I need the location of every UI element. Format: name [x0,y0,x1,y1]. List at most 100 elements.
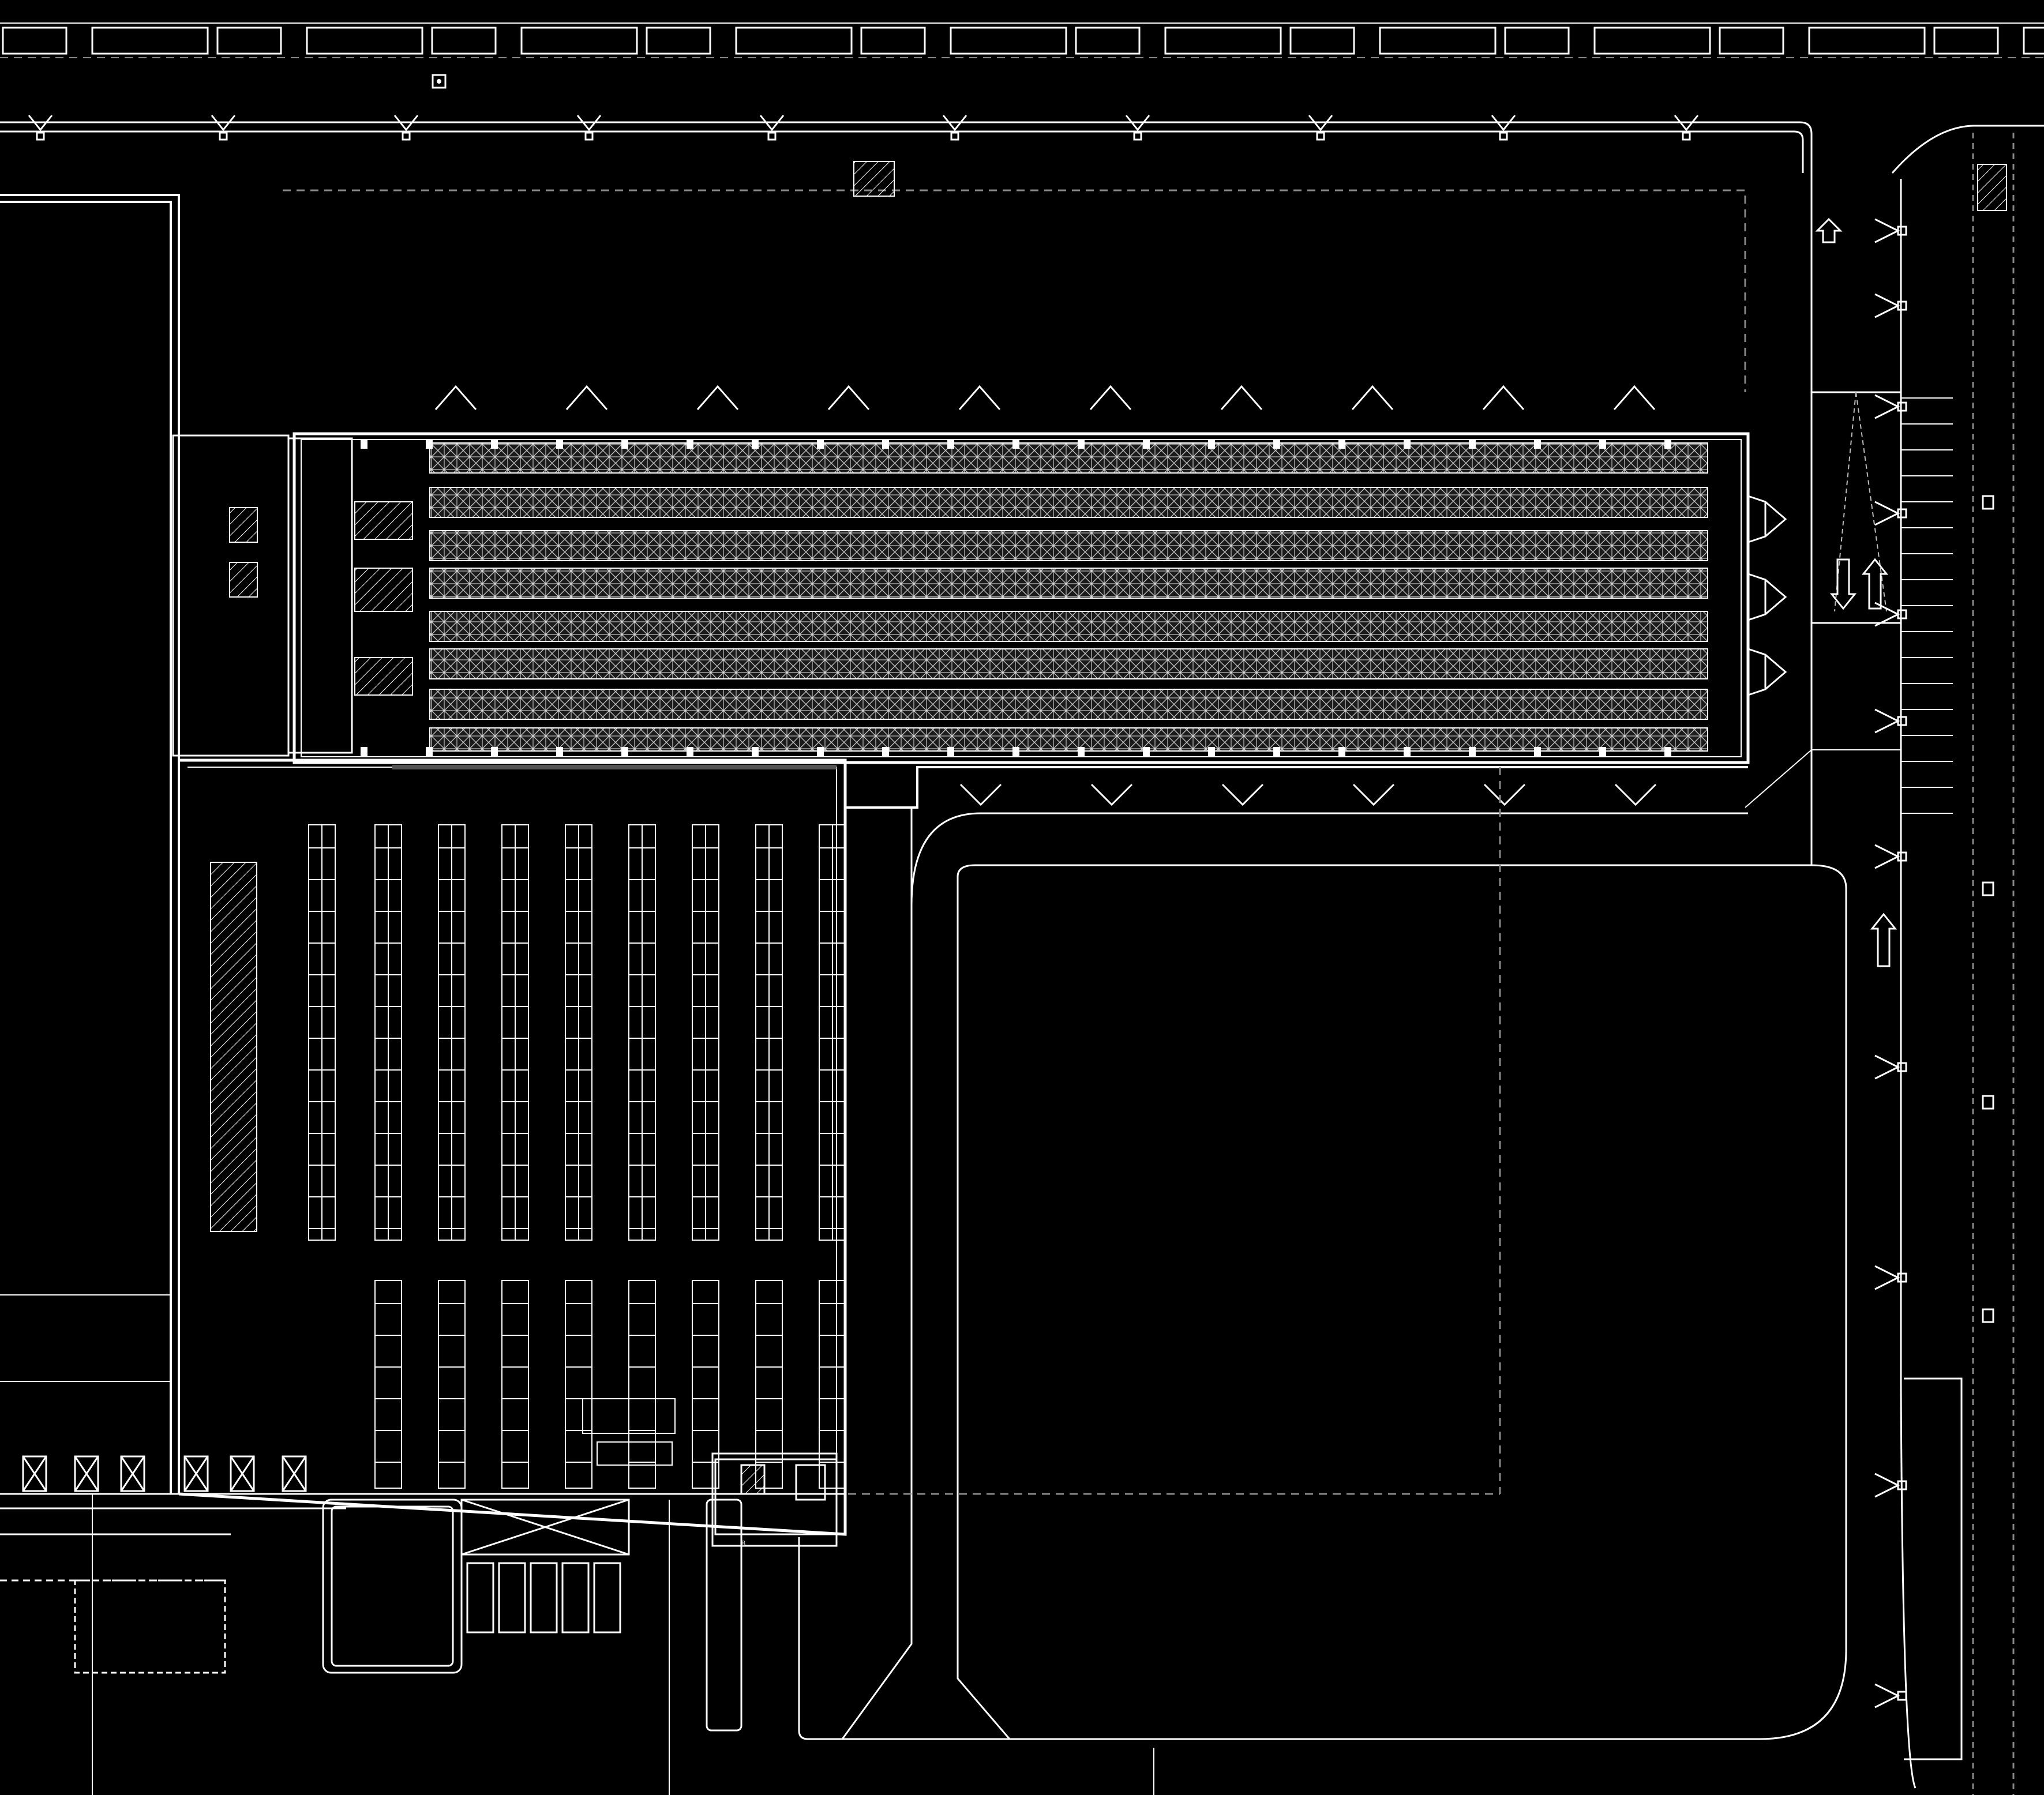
bay-post [36,132,45,141]
chevron-icon [1089,385,1132,410]
direction-arrows [1815,217,1897,967]
lane-sign [1982,1095,1994,1110]
chevron-icon [28,115,53,132]
fence-segment [860,27,926,55]
bay-post [1316,132,1325,141]
dock-door [1747,573,1767,621]
column [1534,440,1541,449]
column [1599,747,1606,756]
lane-sign [1982,1308,1994,1323]
chevron-icon [1874,1683,1900,1708]
loading-bay [561,1562,590,1633]
column [1078,440,1085,449]
column [491,440,498,449]
lane-post [1897,609,1907,619]
bay-post [950,132,959,141]
column [1208,440,1215,449]
loading-bay [530,1562,558,1633]
column [882,440,889,449]
dock-door [120,1455,145,1492]
column [1208,747,1215,756]
arrow-icon [1870,912,1897,967]
chevron-icon [1674,115,1699,132]
site-boundary-top [0,22,2044,58]
dock-door [230,1455,255,1492]
chevron-icon [1874,1265,1900,1290]
chevron-icon [1483,783,1526,806]
lane-post [1897,716,1907,726]
chevron-icon [942,115,967,132]
column [361,747,367,756]
lane-post [1897,1062,1907,1072]
fence-segment [216,27,282,55]
column [361,440,367,449]
chevron-icon [1765,579,1787,615]
packing-stations [597,1441,673,1466]
column [1012,440,1019,449]
column [882,747,889,756]
rack-rows [429,442,1708,752]
column [752,747,759,756]
chevron-icon [1482,385,1525,410]
chevron-icon [759,115,785,132]
lane-post [1897,1272,1907,1283]
fence-segment [1933,27,1999,55]
dock-door [22,1455,47,1492]
lane-sign [1982,495,1994,510]
lane-post [1897,226,1907,236]
chevron-icon [1491,115,1516,132]
column [1534,747,1541,756]
fence-segment [1593,27,1711,55]
bay-post [1682,132,1691,141]
lift-shaft [354,657,413,696]
arrow-icon [1829,558,1857,610]
chevron-icon [1352,783,1395,806]
front-end-area [287,437,353,754]
shelf-unit [374,1280,402,1489]
fence-segment [2,27,67,55]
high-bay-warehouse [172,432,1750,764]
dock-markers-bottom [959,783,1657,806]
lift-shaft [354,501,413,540]
column [1664,440,1671,449]
chevron-icon [1090,783,1133,806]
dock-door-cross [74,1456,99,1492]
dock-doors-lower-left [22,1455,307,1492]
utility-box [1977,164,2007,211]
shelf-unit [755,1280,783,1489]
loading-area [0,1452,1154,1795]
rack-row [429,611,1708,642]
shelf-unit [628,1280,656,1489]
column [1078,747,1085,756]
fence-segment [950,27,1067,55]
bay-post [1133,132,1142,141]
fence-segment [1164,27,1282,55]
lane-post [1897,1691,1907,1701]
fence-segment [735,27,853,55]
chevron-icon [1874,1054,1900,1080]
stair-tag: B [741,1539,745,1548]
chevron-icon [959,783,1002,806]
column [817,747,824,756]
column [491,747,498,756]
column [426,440,433,449]
rack-row [429,442,1708,474]
column [1273,747,1280,756]
chevron-icon [565,385,608,410]
column [556,747,563,756]
arrow-icon [1815,217,1843,243]
chevron-icon [1874,394,1900,419]
right-lane [1812,391,1963,1760]
existing-building-left [0,194,180,1494]
entry-vestibule [172,434,290,757]
dock-door [282,1455,307,1492]
lane-post [1897,508,1907,519]
rack-row [429,727,1708,752]
chevron-icon [211,115,236,132]
fence-segment [1075,27,1141,55]
lane-post [1897,1480,1907,1490]
column [1469,440,1476,449]
dock-door-cross [282,1456,307,1492]
column [1404,747,1411,756]
loading-bay [593,1562,621,1633]
